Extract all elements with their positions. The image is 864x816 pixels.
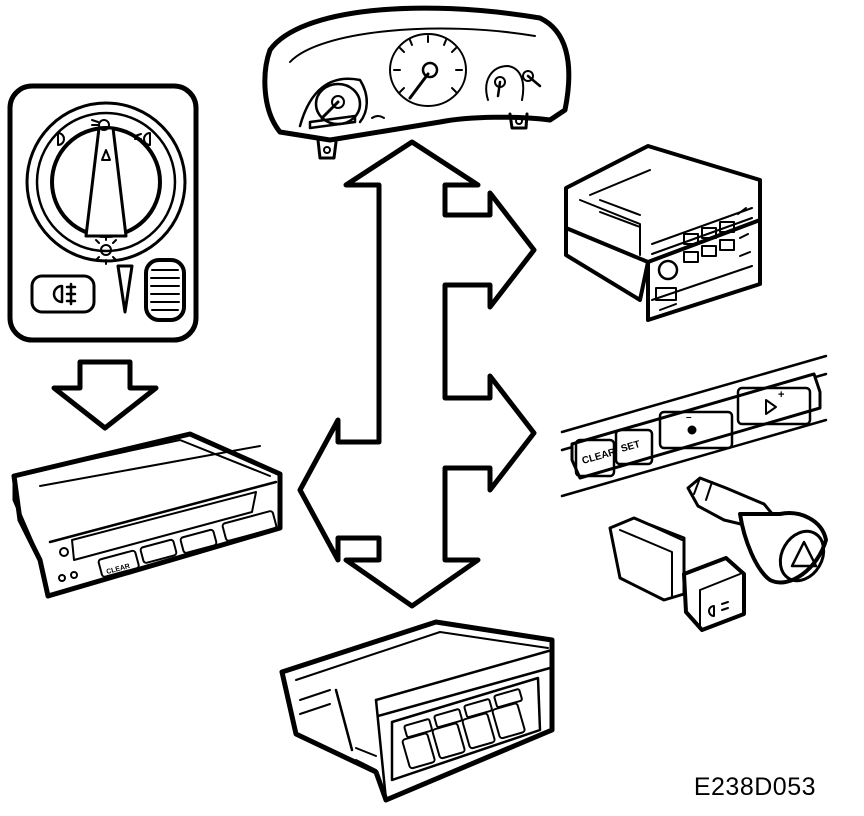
display-unit	[11, 431, 283, 599]
arrow-icon	[51, 359, 159, 431]
headlight-switch-panel	[7, 83, 199, 343]
cruise-control-strip	[560, 354, 828, 498]
fog-light-icon	[52, 282, 77, 306]
fog-light-switch	[608, 516, 746, 632]
audio-unit	[564, 144, 762, 322]
hazard-switch	[686, 476, 828, 585]
bus-arrows	[297, 139, 537, 609]
light-switch-icon	[57, 119, 151, 265]
figure-reference-code: E238D053	[693, 773, 816, 801]
hazard-triangle-icon	[790, 540, 818, 568]
plus-button-label[interactable]: +	[778, 389, 784, 401]
minus-button-label[interactable]: –	[686, 412, 692, 423]
climate-control-unit	[279, 619, 555, 803]
instrument-cluster	[262, 5, 572, 160]
set-button[interactable]: SET	[620, 439, 642, 455]
